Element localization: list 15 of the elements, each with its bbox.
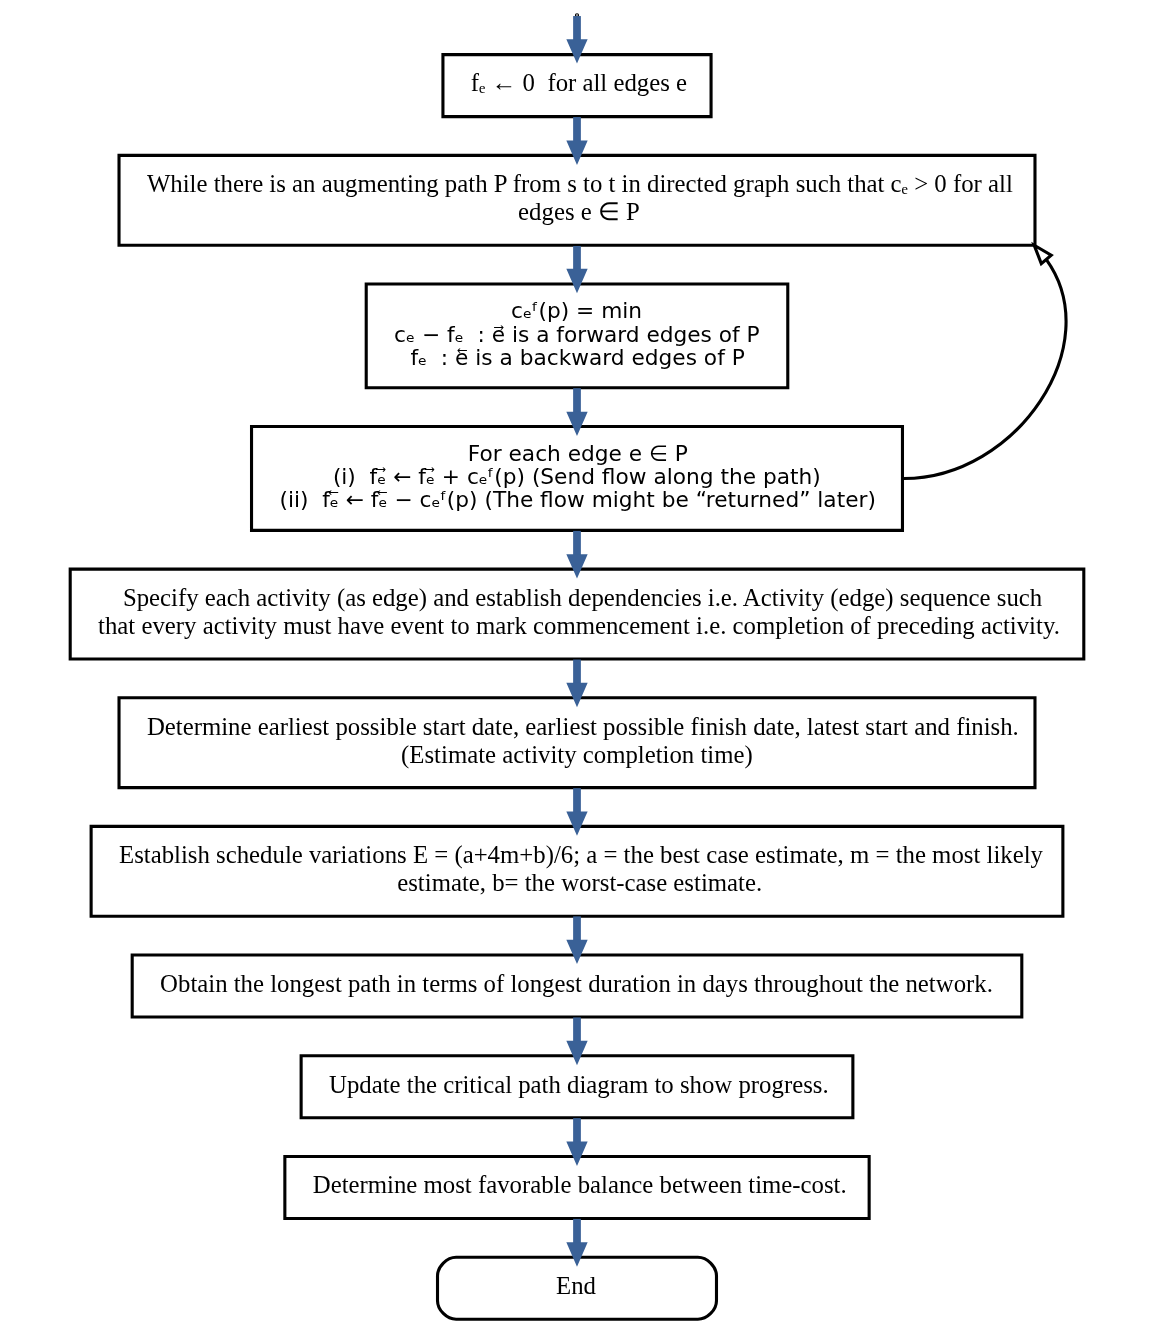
node-box: Specify each activity (as edge) and establish dependencies i.e. Activity (edge) sequence such that every activity must have event to mark commencement i.e. completion of preceding activity. bbox=[68, 567, 1085, 661]
node-box: Establish schedule variations E = (a+4m+b)/6; a = the best case estimate, m = the most likely estimate, b= the worst-case estimate. bbox=[89, 824, 1064, 918]
arrow bbox=[565, 245, 588, 294]
node-box: Determine earliest possible start date, earliest possible finish date, latest start and finish. (Estimate activity completion time) bbox=[116, 696, 1037, 790]
arrow bbox=[565, 1218, 588, 1267]
node-box: fₑ ← 0 for all edges e bbox=[440, 53, 713, 119]
node-box: cₑᶠ(p) = min cₑ − fₑ : e⃗ is a forward edges of P fₑ : e⃖ is a backward edges of P bbox=[364, 282, 789, 390]
node-box: For each edge e ∈ P (i) fₑ⃗ ← fₑ⃗ + cₑᶠ(p) (Send flow along the path) (ii) fₑ⃖ ← fₑ⃖ − cₑᶠ(p) (The flow might be “returned” later) bbox=[249, 425, 904, 532]
arrow bbox=[903, 241, 1067, 481]
node-box: Obtain the longest path in terms of longest duration in days throughout the network. bbox=[130, 953, 1023, 1019]
node-box: Update the critical path diagram to show progress. bbox=[299, 1054, 854, 1120]
node-box: Determine most favorable balance between time-cost. bbox=[282, 1155, 871, 1221]
node-box: While there is an augmenting path P from s to t in directed graph such that cₑ > 0 for all edges e ∈ P bbox=[116, 153, 1037, 247]
node-box: End bbox=[435, 1255, 718, 1321]
arrow bbox=[565, 530, 588, 579]
